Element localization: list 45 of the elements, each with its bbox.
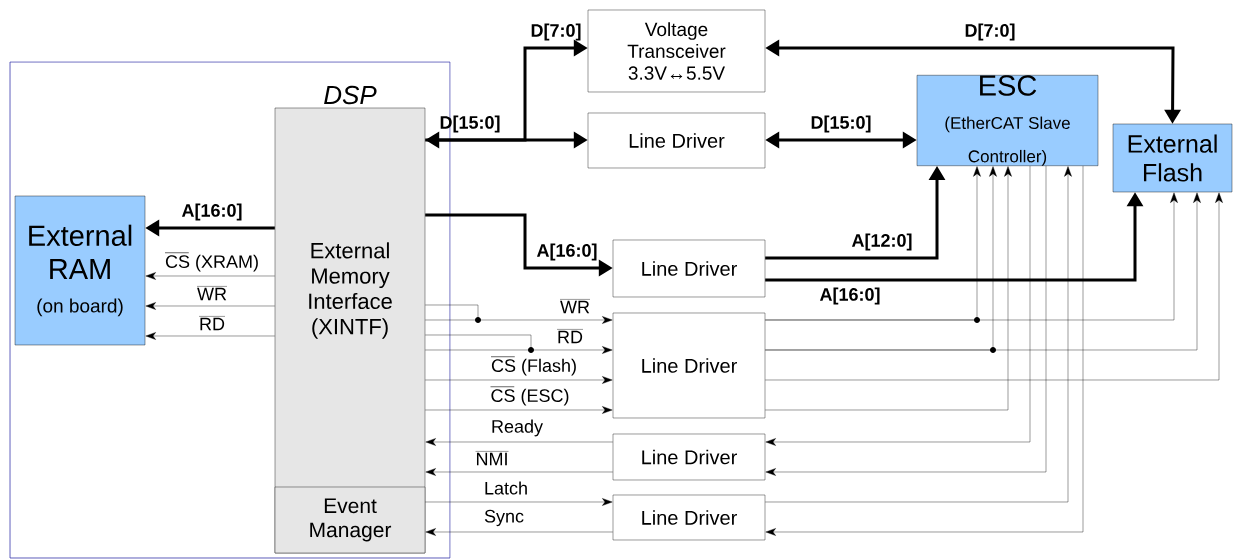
- signal-arrow: [765, 166, 981, 321]
- signal-arrow: [425, 438, 613, 446]
- memory-box: External Flash: [1112, 123, 1233, 193]
- memory-box: External RAM (on board): [14, 195, 146, 346]
- edge-label: Ready: [492, 419, 543, 437]
- signal-arrow: [145, 272, 275, 280]
- edge-label: WR: [196, 286, 228, 301]
- edge-label: A[16:0]: [536, 243, 597, 261]
- process-box: Line Driver: [612, 433, 766, 481]
- edge-label: NMI: [475, 451, 509, 466]
- edge-label: RD: [198, 316, 226, 331]
- signal-arrow: [425, 406, 613, 414]
- signal-arrow: [425, 316, 613, 324]
- edge-label: Latch: [485, 481, 527, 495]
- process-box: Line Driver: [612, 239, 766, 298]
- signal-arrow: [425, 498, 613, 506]
- controller-box: ESC (EtherCAT Slave Controller): [916, 75, 1099, 166]
- signal-arrow: [425, 376, 613, 384]
- process-box: Line Driver: [612, 312, 766, 419]
- process-box: Line Driver: [612, 494, 766, 541]
- edge-label: A[12:0]: [851, 233, 912, 251]
- process-box: Line Driver: [587, 112, 766, 169]
- signal-arrow: [145, 302, 275, 310]
- signal-arrow: [425, 528, 613, 536]
- signal-arrow: [425, 346, 613, 354]
- edge-label: Sync: [484, 509, 524, 527]
- edge-label: RD: [556, 329, 584, 344]
- signal-arrow: [765, 192, 1223, 381]
- edge-label: D[7:0]: [531, 23, 581, 41]
- edge-label: CS (ESC): [490, 386, 569, 406]
- edge-label: A[16:0]: [181, 203, 242, 221]
- edge-label: CS (XRAM): [164, 252, 258, 272]
- process-box: Event Manager: [274, 486, 426, 554]
- process-box: Voltage Transceiver 3.3V↔5.5V: [587, 9, 766, 93]
- node-label: DSP: [324, 85, 377, 105]
- edge-label: CS (Flash): [490, 356, 576, 376]
- edge-label: D[15:0]: [440, 115, 500, 133]
- edge-label: WR: [559, 299, 591, 314]
- signal-arrow: [425, 468, 613, 476]
- edge-label: A[16:0]: [819, 287, 880, 305]
- edge-label: D[15:0]: [811, 115, 871, 133]
- signal-arrow: [145, 332, 275, 340]
- signal-arrow: [765, 166, 997, 351]
- edge-label: D[7:0]: [965, 23, 1015, 41]
- signal-arrow: [765, 166, 1012, 411]
